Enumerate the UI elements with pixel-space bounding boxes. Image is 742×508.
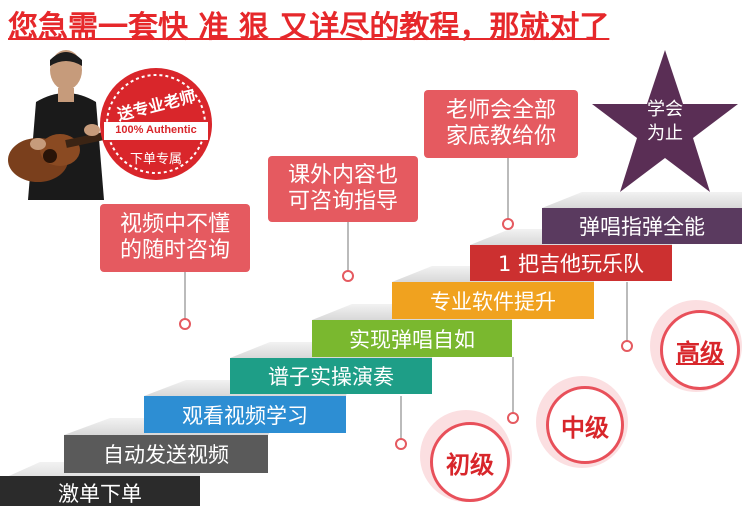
step-6-label: 专业软件提升 xyxy=(430,289,556,314)
beginner-pin xyxy=(400,396,402,440)
step-5-label: 实现弹唱自如 xyxy=(349,327,475,352)
step-3: 观看视频学习 xyxy=(144,396,346,433)
step-3-label: 观看视频学习 xyxy=(182,403,308,428)
bubble-1: 视频中不懂 的随时咨询 xyxy=(100,204,250,272)
bubble-2-pin xyxy=(347,222,349,274)
advanced-pin xyxy=(626,282,628,344)
intermediate-pin-end xyxy=(507,412,519,424)
step-4-label: 谱子实操演奏 xyxy=(268,365,394,389)
step-5: 实现弹唱自如 xyxy=(312,320,512,357)
level-beginner: 初级 xyxy=(430,422,510,502)
level-intermediate: 中级 xyxy=(546,386,624,464)
bubble-3-pin-end xyxy=(502,218,514,230)
teacher-photo xyxy=(8,44,118,200)
bubble-2-line1: 课外内容也 xyxy=(287,163,398,188)
step-2-label: 自动发送视频 xyxy=(103,443,229,467)
level-advanced-label: 高级 xyxy=(676,338,724,367)
bubble-3-pin xyxy=(507,158,509,222)
bubble-3: 老师会全部 家底教给你 xyxy=(424,90,578,158)
step-1-label: 激单下单 xyxy=(58,482,142,506)
advanced-pin-end xyxy=(621,340,633,352)
stamp-bottom-text: 下单专属 xyxy=(129,152,182,167)
level-intermediate-label: 中级 xyxy=(561,413,609,442)
level-advanced: 高级 xyxy=(660,310,740,390)
step-1: 激单下单 xyxy=(0,476,200,506)
bubble-2-pin-end xyxy=(342,270,354,282)
bubble-2: 课外内容也 可咨询指导 xyxy=(268,156,418,222)
bubble-1-pin-end xyxy=(179,318,191,330)
bubble-2-line2: 可咨询指导 xyxy=(287,189,398,214)
step-8-label: 弹唱指弹全能 xyxy=(579,215,705,239)
stamp-middle-text: 100% Authentic xyxy=(115,124,197,136)
intermediate-pin xyxy=(512,357,514,415)
step-7: 1 把吉他玩乐队 xyxy=(470,245,672,281)
bubble-3-line2: 家底教给你 xyxy=(445,124,556,149)
level-beginner-label: 初级 xyxy=(446,450,494,479)
step-8: 弹唱指弹全能 xyxy=(542,208,742,244)
step-2: 自动发送视频 xyxy=(64,435,268,473)
bubble-1-pin xyxy=(184,272,186,322)
star-line1: 学会 xyxy=(647,99,683,120)
bubble-1-line2: 的随时咨询 xyxy=(119,238,230,263)
promo-stamp: 送专业老师 100% Authentic 下单专属 xyxy=(100,68,212,180)
star-icon xyxy=(592,50,738,192)
star-text: 学会 为止 xyxy=(615,98,715,146)
star-line2: 为止 xyxy=(647,123,683,144)
step-4: 谱子实操演奏 xyxy=(230,358,432,394)
bubble-3-line1: 老师会全部 xyxy=(445,98,556,123)
step-6: 专业软件提升 xyxy=(392,282,594,319)
headline: 您急需一套快 准 狠 又详尽的教程，那就对了 xyxy=(8,10,610,45)
step-7-label: 1 把吉他玩乐队 xyxy=(497,252,645,276)
bubble-1-line1: 视频中不懂 xyxy=(119,212,230,237)
beginner-pin-end xyxy=(395,438,407,450)
